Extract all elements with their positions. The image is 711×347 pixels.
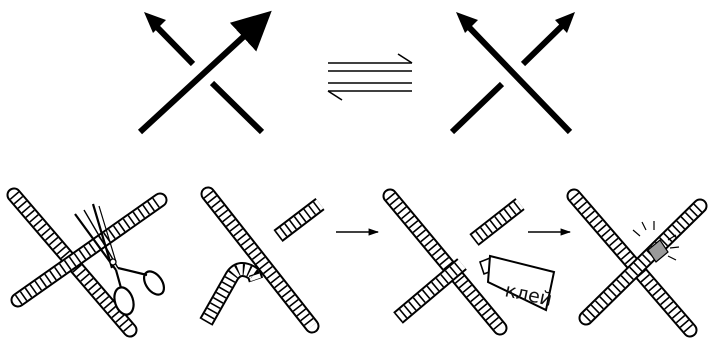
strand-under-upper — [152, 22, 193, 64]
crossing-before — [140, 12, 266, 132]
strand-over — [464, 22, 570, 132]
double-harpoon-arrows-icon — [328, 54, 412, 100]
rope-cut-upper — [474, 204, 520, 240]
step-glue: клей — [390, 196, 554, 328]
rope-cut-lower — [398, 264, 462, 318]
strand-under-upper — [523, 22, 566, 64]
strand-under-lower — [212, 83, 262, 132]
step-cut-rope — [206, 194, 320, 326]
step-cut — [14, 195, 168, 330]
step-glued — [574, 196, 700, 330]
rope-cut-lower — [206, 269, 256, 322]
glue-tube-icon: клей — [480, 256, 554, 311]
rope-cut-upper — [278, 204, 320, 236]
crossing-after — [452, 12, 575, 132]
strand-under-lower — [452, 84, 502, 132]
